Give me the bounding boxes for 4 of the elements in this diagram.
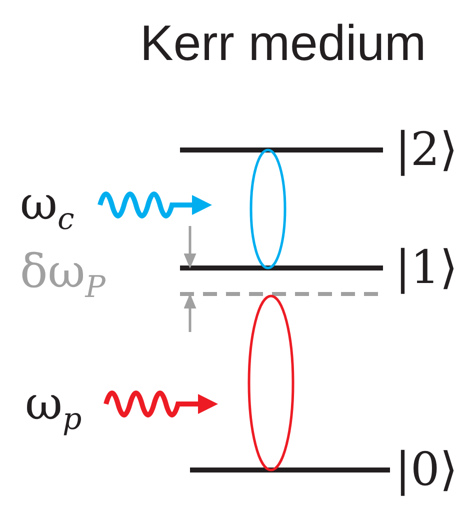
frequency-label: ω$_{p}$ (25, 380, 82, 436)
detuning-label: δω$_{P}$ (20, 248, 106, 304)
frequency-label: ω$_{c}$ (20, 180, 74, 236)
title: Kerr medium (140, 18, 426, 68)
